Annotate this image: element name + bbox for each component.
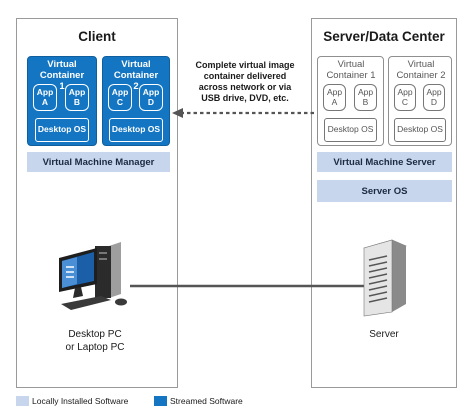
delivery-caption: Complete virtual image container deliver… bbox=[195, 60, 295, 103]
network-connection-line bbox=[130, 284, 366, 288]
desktop-os: Desktop OS bbox=[324, 118, 377, 142]
server-os-bar: Server OS bbox=[317, 180, 452, 202]
app-a: App A bbox=[323, 84, 346, 111]
app-a: App A bbox=[33, 84, 57, 111]
desktop-os: Desktop OS bbox=[109, 118, 163, 142]
container-label: Virtual Container 2 bbox=[113, 59, 159, 92]
container-label: Virtual Container 1 bbox=[326, 59, 376, 81]
server-container-1: Virtual Container 1 App A App B Desktop … bbox=[317, 56, 384, 146]
client-container-2: Virtual Container 2 App C App D Desktop … bbox=[102, 56, 170, 146]
delivery-arrow bbox=[172, 108, 314, 118]
legend-label-streamed: Streamed Software bbox=[170, 396, 243, 406]
desktop-pc-icon bbox=[59, 242, 127, 310]
legend-label-local: Locally Installed Software bbox=[32, 396, 129, 406]
container-label: Virtual Container 2 bbox=[396, 59, 446, 81]
virtual-machine-manager-bar: Virtual Machine Manager bbox=[27, 152, 170, 172]
legend-swatch-streamed bbox=[154, 396, 167, 406]
app-d: App D bbox=[423, 84, 445, 111]
container-label: Virtual Container 1 bbox=[39, 59, 85, 92]
server-title: Server/Data Center bbox=[323, 29, 445, 44]
desktop-pc-label: Desktop PC or Laptop PC bbox=[65, 329, 125, 353]
server-icon bbox=[363, 239, 407, 317]
app-d: App D bbox=[139, 84, 163, 111]
app-b: App B bbox=[65, 84, 89, 111]
server-label: Server bbox=[369, 329, 399, 340]
client-title: Client bbox=[78, 29, 116, 44]
desktop-os: Desktop OS bbox=[35, 118, 89, 142]
legend-swatch-local bbox=[16, 396, 29, 406]
server-container-2: Virtual Container 2 App C App D Desktop … bbox=[388, 56, 452, 146]
app-c: App C bbox=[108, 84, 132, 111]
virtual-machine-server-bar: Virtual Machine Server bbox=[317, 152, 452, 172]
client-container-1: Virtual Container 1 App A App B Desktop … bbox=[27, 56, 97, 146]
app-c: App C bbox=[394, 84, 416, 111]
app-b: App B bbox=[354, 84, 377, 111]
desktop-os: Desktop OS bbox=[394, 118, 446, 142]
